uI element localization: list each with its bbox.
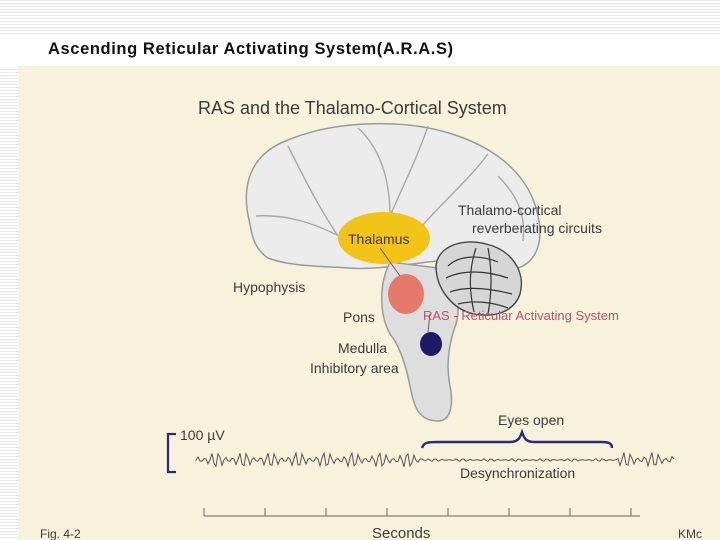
circuits-label-line2: reverberating circuits	[472, 220, 602, 236]
figure-panel: RAS and the Thalamo-Cortical System	[18, 66, 720, 540]
medulla-label-line1: Medulla	[338, 340, 387, 356]
medulla-inhibitory-region	[420, 332, 442, 356]
time-axis-label: Seconds	[372, 525, 430, 540]
slide-title: Ascending Reticular Activating System(A.…	[48, 40, 454, 58]
eeg-scale-label: 100 µV	[180, 427, 225, 443]
title-band	[0, 34, 720, 68]
circuits-label-line1: Thalamo-cortical	[458, 202, 561, 218]
figure-title: RAS and the Thalamo-Cortical System	[198, 98, 507, 118]
pons-label: Pons	[343, 309, 375, 325]
thalamus-region	[338, 212, 430, 264]
eyes-open-brace	[420, 428, 614, 449]
cerebrum-shape	[245, 122, 541, 270]
hypophysis-label: Hypophysis	[233, 279, 305, 295]
ras-region	[388, 274, 424, 314]
cerebellum	[435, 241, 522, 316]
thalamus-label: Thalamus	[348, 231, 409, 247]
desync-label: Desynchronization	[460, 465, 575, 481]
eyes-open-label: Eyes open	[498, 412, 564, 428]
brain-diagram: RAS and the Thalamo-Cortical System	[40, 98, 702, 540]
ras-label: RAS - Reticular Activating System	[423, 308, 619, 323]
medulla-label-line2: Inhibitory area	[310, 360, 399, 376]
eeg-scale-bracket	[166, 432, 176, 474]
eeg-trace	[195, 451, 675, 469]
figure-credit: KMc	[678, 527, 702, 540]
figure-reference: Fig. 4-2	[40, 527, 81, 540]
time-axis	[203, 508, 640, 517]
leader-lines	[379, 247, 431, 333]
